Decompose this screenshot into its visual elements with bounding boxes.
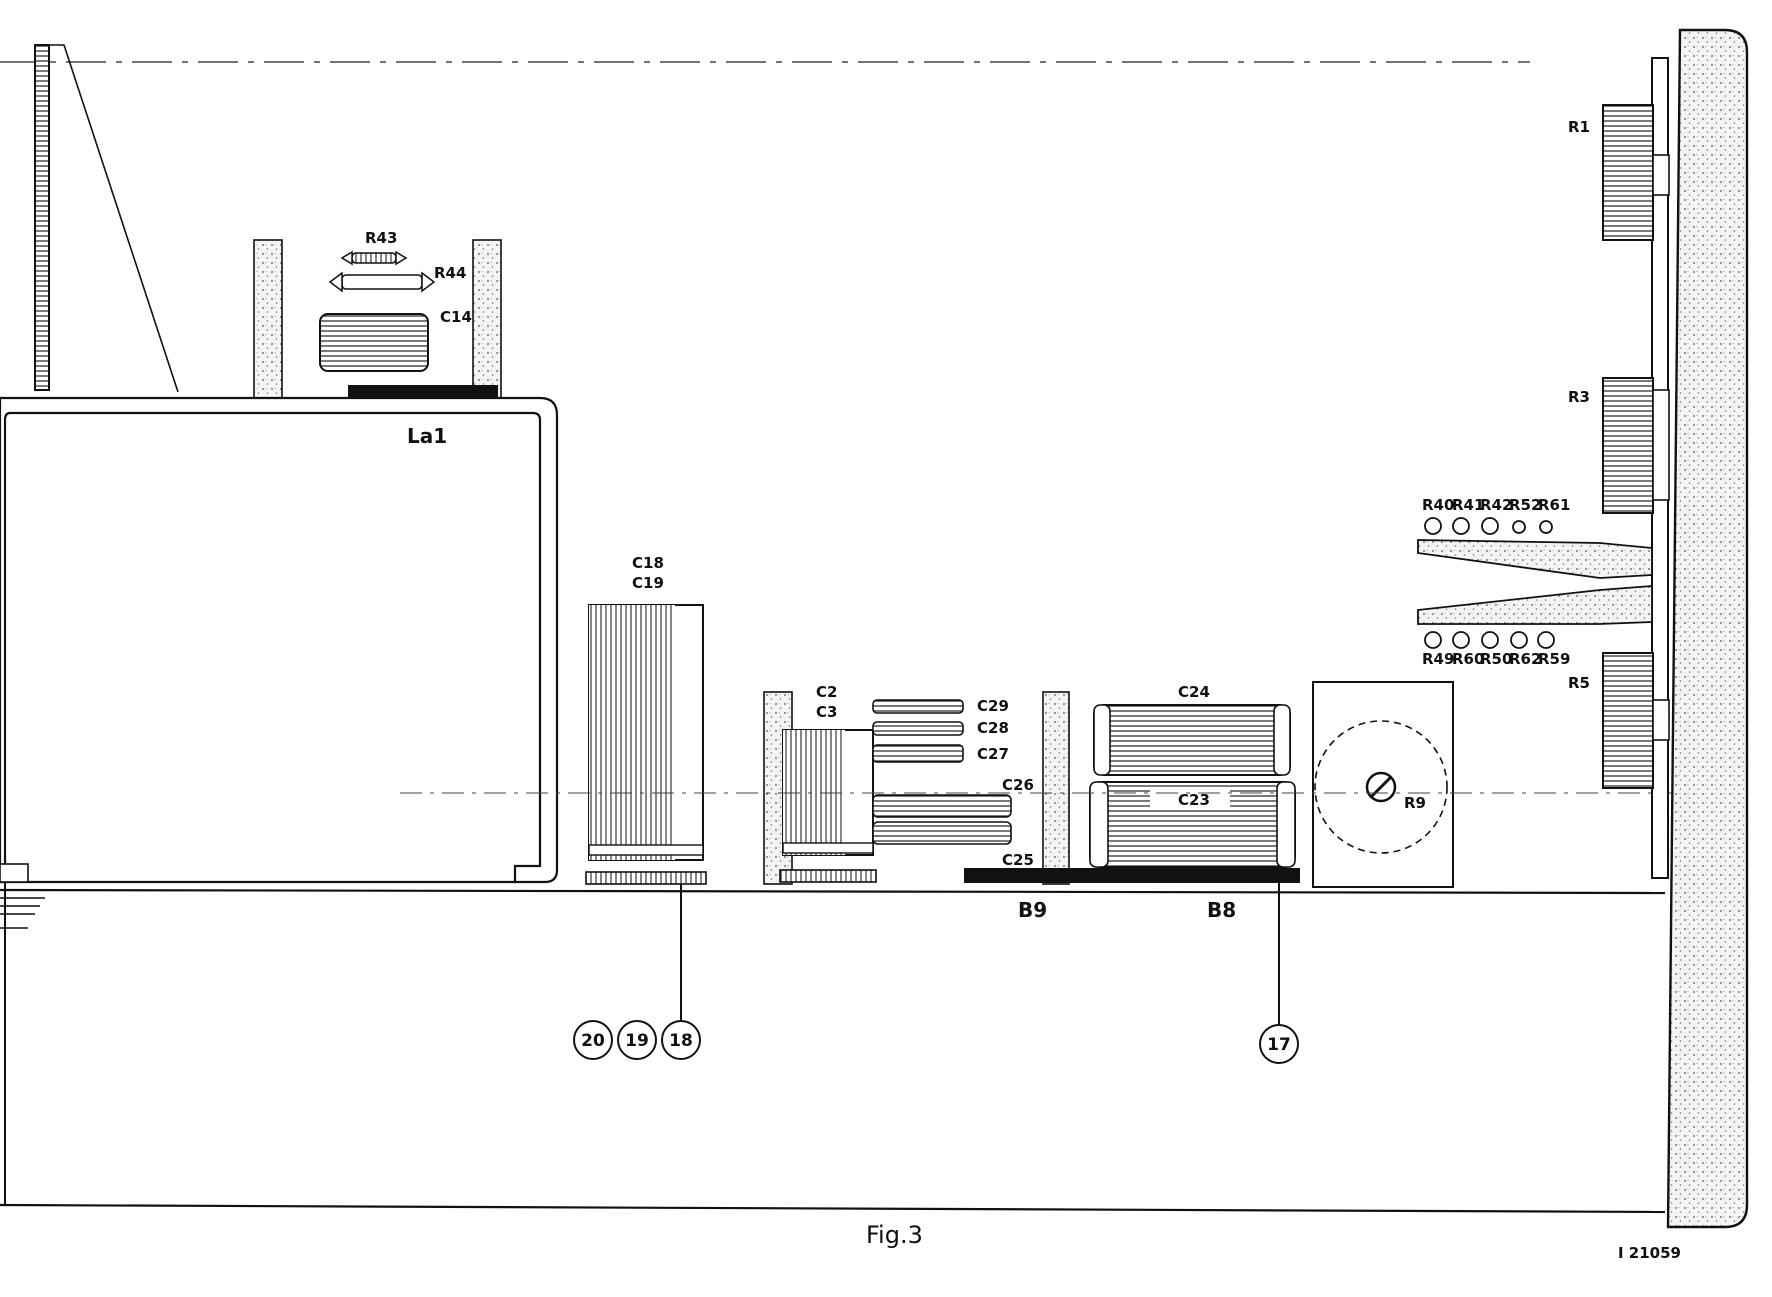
label-r43: R43 — [365, 229, 397, 247]
label-la1: La1 — [407, 424, 447, 448]
callout-18-label: 18 — [669, 1031, 693, 1051]
callout-20: 20 — [573, 1020, 613, 1060]
potentiometer-r9: R9 — [1312, 681, 1454, 888]
capacitor-c24: C24 — [1093, 683, 1291, 776]
spacer-b9 — [1042, 691, 1070, 885]
capacitor-c27: C27 — [872, 744, 1009, 763]
callout-19: 19 — [617, 1020, 657, 1060]
label-c3: C3 — [816, 703, 837, 721]
knob-r5: R5 — [1568, 652, 1670, 789]
knob-r1: R1 — [1568, 104, 1670, 241]
label-r52: R52 — [1509, 496, 1541, 514]
spacer-left — [253, 239, 283, 401]
callout-19-label: 19 — [625, 1031, 649, 1051]
capacitor-c28: C28 — [872, 719, 1009, 737]
left-panel — [34, 44, 179, 393]
figure-caption: Fig.3 — [866, 1221, 923, 1249]
callout-17: 17 — [1259, 1024, 1299, 1064]
connector-b9 — [964, 868, 1104, 883]
label-c26: C26 — [1002, 776, 1034, 794]
label-c14: C14 — [440, 308, 472, 326]
label-r44: R44 — [434, 264, 466, 282]
label-c19: C19 — [632, 574, 664, 592]
resistor-r44: R44 — [328, 264, 466, 293]
label-c24: C24 — [1178, 683, 1210, 701]
label-r40: R40 — [1422, 496, 1454, 514]
callout-17-label: 17 — [1267, 1035, 1291, 1055]
spacer-right — [472, 239, 502, 401]
connector-b8 — [1104, 868, 1300, 883]
label-r59: R59 — [1538, 650, 1570, 668]
label-r5: R5 — [1568, 674, 1590, 692]
label-c25: C25 — [1002, 851, 1034, 869]
capacitor-c25: C25 — [872, 821, 1034, 869]
label-c18: C18 — [632, 554, 664, 572]
chassis-outline — [0, 882, 1666, 1214]
label-b8: B8 — [1207, 898, 1236, 922]
knob-r3: R3 — [1568, 377, 1670, 514]
resistor-strip-upper: R40 R41 R42 R52 R61 — [1417, 496, 1653, 579]
callout-20-label: 20 — [581, 1031, 605, 1051]
resistor-strip-lower: R49 R60 R50 R62 R59 — [1417, 585, 1653, 668]
label-r50: R50 — [1480, 650, 1512, 668]
label-c28: C28 — [977, 719, 1009, 737]
label-r9: R9 — [1404, 794, 1426, 812]
label-r60: R60 — [1452, 650, 1484, 668]
label-r41: R41 — [1452, 496, 1484, 514]
label-c27: C27 — [977, 745, 1009, 763]
resistor-r43: R43 — [340, 229, 408, 266]
label-r61: R61 — [1538, 496, 1570, 514]
label-c29: C29 — [977, 697, 1009, 715]
callout-18: 18 — [661, 1020, 701, 1060]
la1-housing: La1 — [0, 396, 559, 884]
capacitor-c2-c3: C2 C3 — [779, 683, 877, 883]
capacitor-c26: C26 — [872, 776, 1034, 818]
capacitor-c18-c19: C18 C19 — [585, 554, 707, 885]
label-r42: R42 — [1480, 496, 1512, 514]
label-r62: R62 — [1509, 650, 1541, 668]
label-c23: C23 — [1178, 791, 1210, 809]
label-r1: R1 — [1568, 118, 1590, 136]
drawing-number: I 21059 — [1618, 1244, 1681, 1262]
label-b9: B9 — [1018, 898, 1047, 922]
label-r49: R49 — [1422, 650, 1454, 668]
capacitor-c23: C23 — [1089, 781, 1296, 868]
capacitor-c14: C14 — [319, 308, 472, 372]
front-panel — [1651, 28, 1749, 1229]
label-r3: R3 — [1568, 388, 1590, 406]
capacitor-c29: C29 — [872, 697, 1009, 715]
la1-foot — [0, 863, 45, 929]
label-c2: C2 — [816, 683, 837, 701]
